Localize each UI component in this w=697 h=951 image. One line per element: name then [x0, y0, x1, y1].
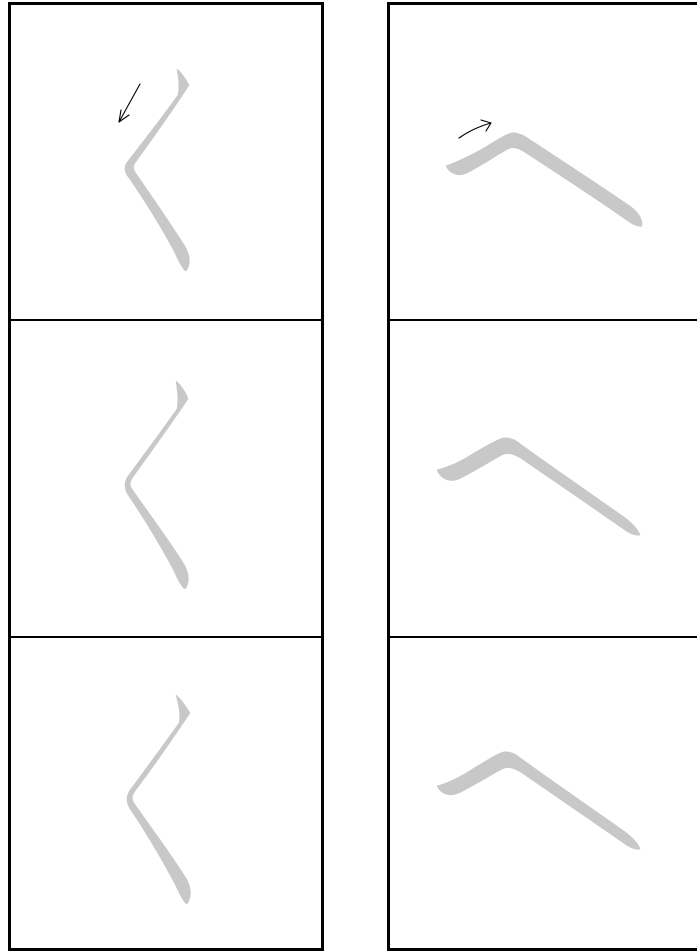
arrow-up-right-icon	[459, 120, 491, 138]
right-column-border	[389, 4, 697, 950]
left-panel-2	[125, 381, 188, 589]
right-stroke-1	[446, 133, 642, 227]
left-panel-3	[127, 695, 190, 904]
left-stroke-3	[127, 695, 190, 904]
right-panel-2	[437, 438, 640, 536]
left-column-border	[10, 4, 323, 950]
right-frame	[389, 4, 697, 950]
left-panel-1	[119, 69, 189, 271]
right-panel-1	[446, 120, 642, 226]
right-panel-3	[437, 752, 640, 850]
right-stroke-3	[437, 752, 640, 850]
left-frame	[10, 4, 323, 950]
right-column	[437, 120, 642, 849]
arrow-down-left-icon	[119, 84, 140, 122]
left-stroke-1	[125, 69, 189, 271]
left-column	[119, 69, 190, 904]
right-stroke-2	[437, 438, 640, 536]
left-stroke-2	[125, 381, 188, 589]
